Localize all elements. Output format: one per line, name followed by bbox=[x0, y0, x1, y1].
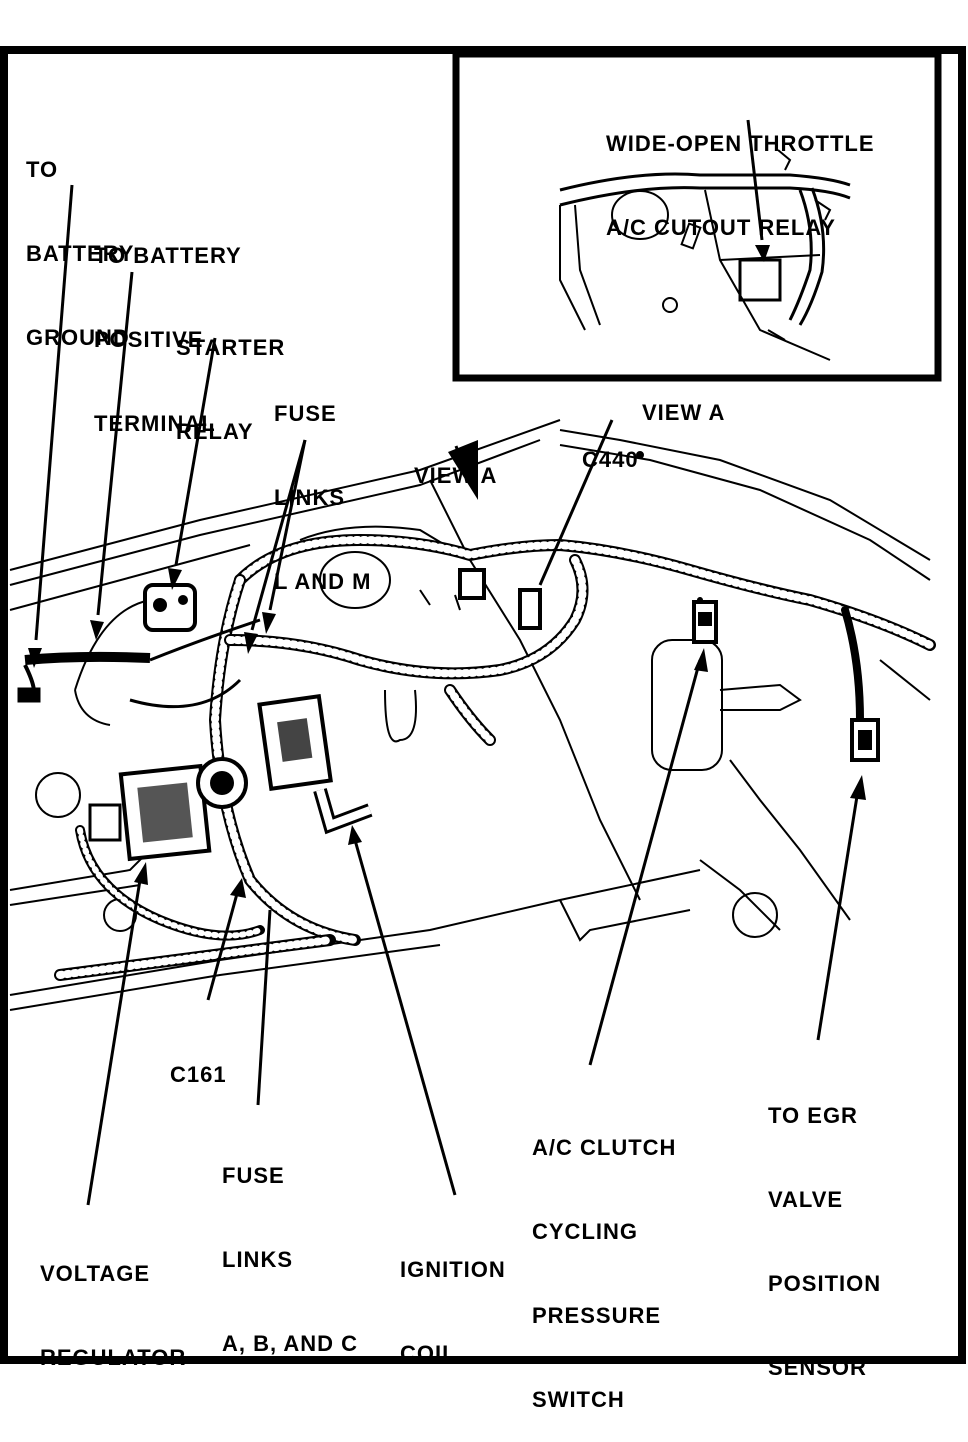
label-c161-text: C161 bbox=[170, 1062, 227, 1087]
inset-title-line-1: WIDE-OPEN THROTTLE bbox=[606, 131, 875, 156]
label-fuse-links-abc-line-3: A, B, AND C bbox=[222, 1331, 359, 1356]
label-ac-clutch-switch-line-1: A/C CLUTCH bbox=[532, 1135, 677, 1160]
label-c440-text: C440 bbox=[582, 447, 639, 472]
label-view-a-pointer-text: VIEW A bbox=[414, 463, 498, 488]
label-fuse-links-lm-line-3: L AND M bbox=[274, 569, 372, 594]
inset-caption-text: VIEW A bbox=[642, 400, 726, 425]
egr-connector-part bbox=[850, 718, 880, 762]
label-fuse-links-lm-line-1: FUSE bbox=[274, 401, 337, 426]
view-a-illustration bbox=[559, 149, 851, 361]
ac-switch-connector-part bbox=[692, 600, 718, 644]
starter-relay-part bbox=[143, 583, 197, 632]
label-fuse-links-lm: FUSE LINKS L AND M bbox=[274, 344, 371, 624]
label-battery-ground: TO BATTERY GROUND bbox=[26, 100, 134, 380]
label-battery-ground-line-2: BATTERY bbox=[26, 241, 135, 266]
inset-title-line-2: A/C CUTOUT RELAY bbox=[606, 215, 836, 240]
voltage-regulator-part bbox=[88, 763, 212, 862]
label-ignition-coil-line-2: COIL bbox=[400, 1341, 457, 1366]
label-c161: C161 bbox=[170, 1005, 227, 1117]
c440-connector-part bbox=[458, 568, 542, 630]
label-egr-sensor-line-2: VALVE bbox=[768, 1187, 844, 1212]
label-ac-clutch-switch-line-4: SWITCH bbox=[532, 1387, 625, 1412]
view-a-inset-border bbox=[452, 50, 942, 382]
label-fuse-links-abc-line-1: FUSE bbox=[222, 1163, 285, 1188]
label-voltage-regulator: VOLTAGE REGULATOR bbox=[40, 1204, 186, 1400]
inset-pointer-arrow bbox=[746, 119, 764, 241]
label-ac-clutch-switch: A/C CLUTCH CYCLING PRESSURE SWITCH bbox=[532, 1078, 676, 1442]
label-starter-relay-line-1: STARTER bbox=[176, 335, 286, 360]
label-voltage-regulator-line-1: VOLTAGE bbox=[40, 1261, 151, 1286]
label-battery-ground-line-1: TO bbox=[26, 157, 59, 182]
inset-title: WIDE-OPEN THROTTLE A/C CUTOUT RELAY bbox=[606, 74, 875, 270]
label-voltage-regulator-line-2: REGULATOR bbox=[40, 1345, 187, 1370]
label-fuse-links-abc: FUSE LINKS A, B, AND C bbox=[222, 1106, 358, 1386]
label-egr-sensor-line-3: POSITION bbox=[768, 1271, 882, 1296]
wire-harness bbox=[54, 533, 936, 981]
label-battery-positive-line-2: POSITIVE bbox=[94, 327, 204, 352]
label-battery-positive-line-1: TO BATTERY bbox=[94, 243, 242, 268]
ignition-coil-part bbox=[257, 693, 373, 835]
arrowheads bbox=[28, 440, 866, 898]
label-fuse-links-lm-line-2: LINKS bbox=[274, 485, 345, 510]
inset-arrowhead bbox=[755, 245, 770, 262]
label-view-a-pointer: VIEW A bbox=[414, 406, 497, 518]
label-battery-positive-line-3: TERMINAL bbox=[94, 411, 216, 436]
leader-lines bbox=[34, 184, 860, 1206]
label-ignition-coil: IGNITION COIL bbox=[400, 1200, 506, 1396]
label-egr-sensor-line-1: TO EGR bbox=[768, 1103, 858, 1128]
label-egr-sensor: TO EGR VALVE POSITION SENSOR bbox=[768, 1046, 881, 1410]
label-starter-relay: STARTER RELAY bbox=[176, 278, 285, 474]
label-ac-clutch-switch-line-2: CYCLING bbox=[532, 1219, 638, 1244]
engine-compartment-diagram bbox=[0, 46, 966, 1364]
label-egr-sensor-line-4: SENSOR bbox=[768, 1355, 867, 1380]
inset-caption: VIEW A bbox=[642, 343, 725, 455]
label-starter-relay-line-2: RELAY bbox=[176, 419, 254, 444]
label-fuse-links-abc-line-2: LINKS bbox=[222, 1247, 293, 1272]
alternator-plug-part bbox=[196, 757, 248, 809]
label-ignition-coil-line-1: IGNITION bbox=[400, 1257, 506, 1282]
label-ac-clutch-switch-line-3: PRESSURE bbox=[532, 1303, 662, 1328]
label-c440: C440 bbox=[582, 390, 639, 502]
label-battery-ground-line-3: GROUND bbox=[26, 325, 130, 350]
main-engine-illustration bbox=[9, 419, 931, 1011]
label-battery-positive: TO BATTERY POSITIVE TERMINAL bbox=[94, 186, 242, 466]
outer-border bbox=[0, 46, 966, 1364]
